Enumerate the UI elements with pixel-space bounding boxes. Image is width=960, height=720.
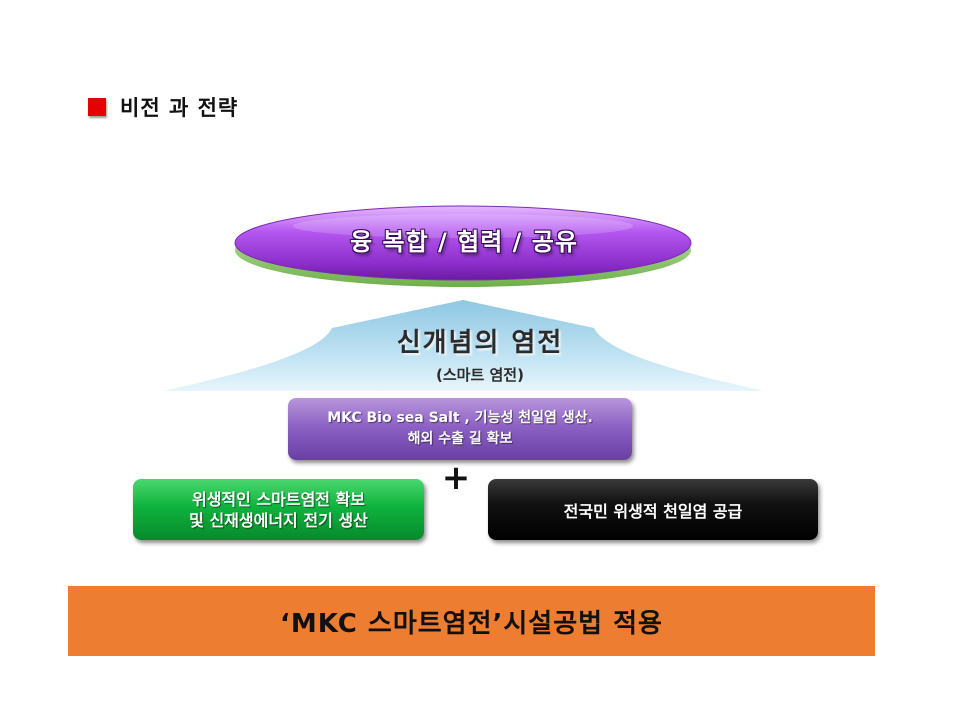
method-banner-label: ‘MKC 스마트염전’시설공법 적용: [280, 608, 663, 639]
nationwide-supply-label: 전국민 위생적 천일염 공급: [563, 501, 743, 521]
concept-title: 신개념의 염전: [396, 328, 564, 358]
nationwide-supply-box: 전국민 위생적 천일염 공급: [488, 479, 818, 540]
upward-arrow-shape: [163, 300, 765, 391]
smart-saltfarm-line2: 및 신재생에너지 전기 생산: [189, 510, 368, 530]
smart-saltfarm-line1: 위생적인 스마트염전 확보: [191, 489, 366, 509]
concept-subtitle: (스마트 염전): [436, 366, 524, 384]
heading-title: 비전 과 전략: [120, 96, 239, 120]
vision-label: 융 복합 / 협력 / 공유: [350, 227, 578, 256]
smart-saltfarm-box: 위생적인 스마트염전 확보 및 신재생에너지 전기 생산: [133, 479, 424, 540]
vision-disc-highlight: [293, 214, 633, 238]
red-square-bullet-icon: [88, 98, 106, 116]
bio-salt-line2: 해외 수출 길 확보: [407, 431, 513, 447]
slide-heading: 비전 과 전략: [88, 92, 238, 122]
plus-sign: +: [441, 458, 471, 498]
method-banner: ‘MKC 스마트염전’시설공법 적용: [68, 586, 875, 656]
bio-salt-box: MKC Bio sea Salt , 기능성 천일염 생산. 해외 수출 길 확…: [288, 398, 632, 460]
bio-salt-line1: MKC Bio sea Salt , 기능성 천일염 생산.: [327, 410, 593, 426]
vision-disc: [234, 205, 692, 281]
